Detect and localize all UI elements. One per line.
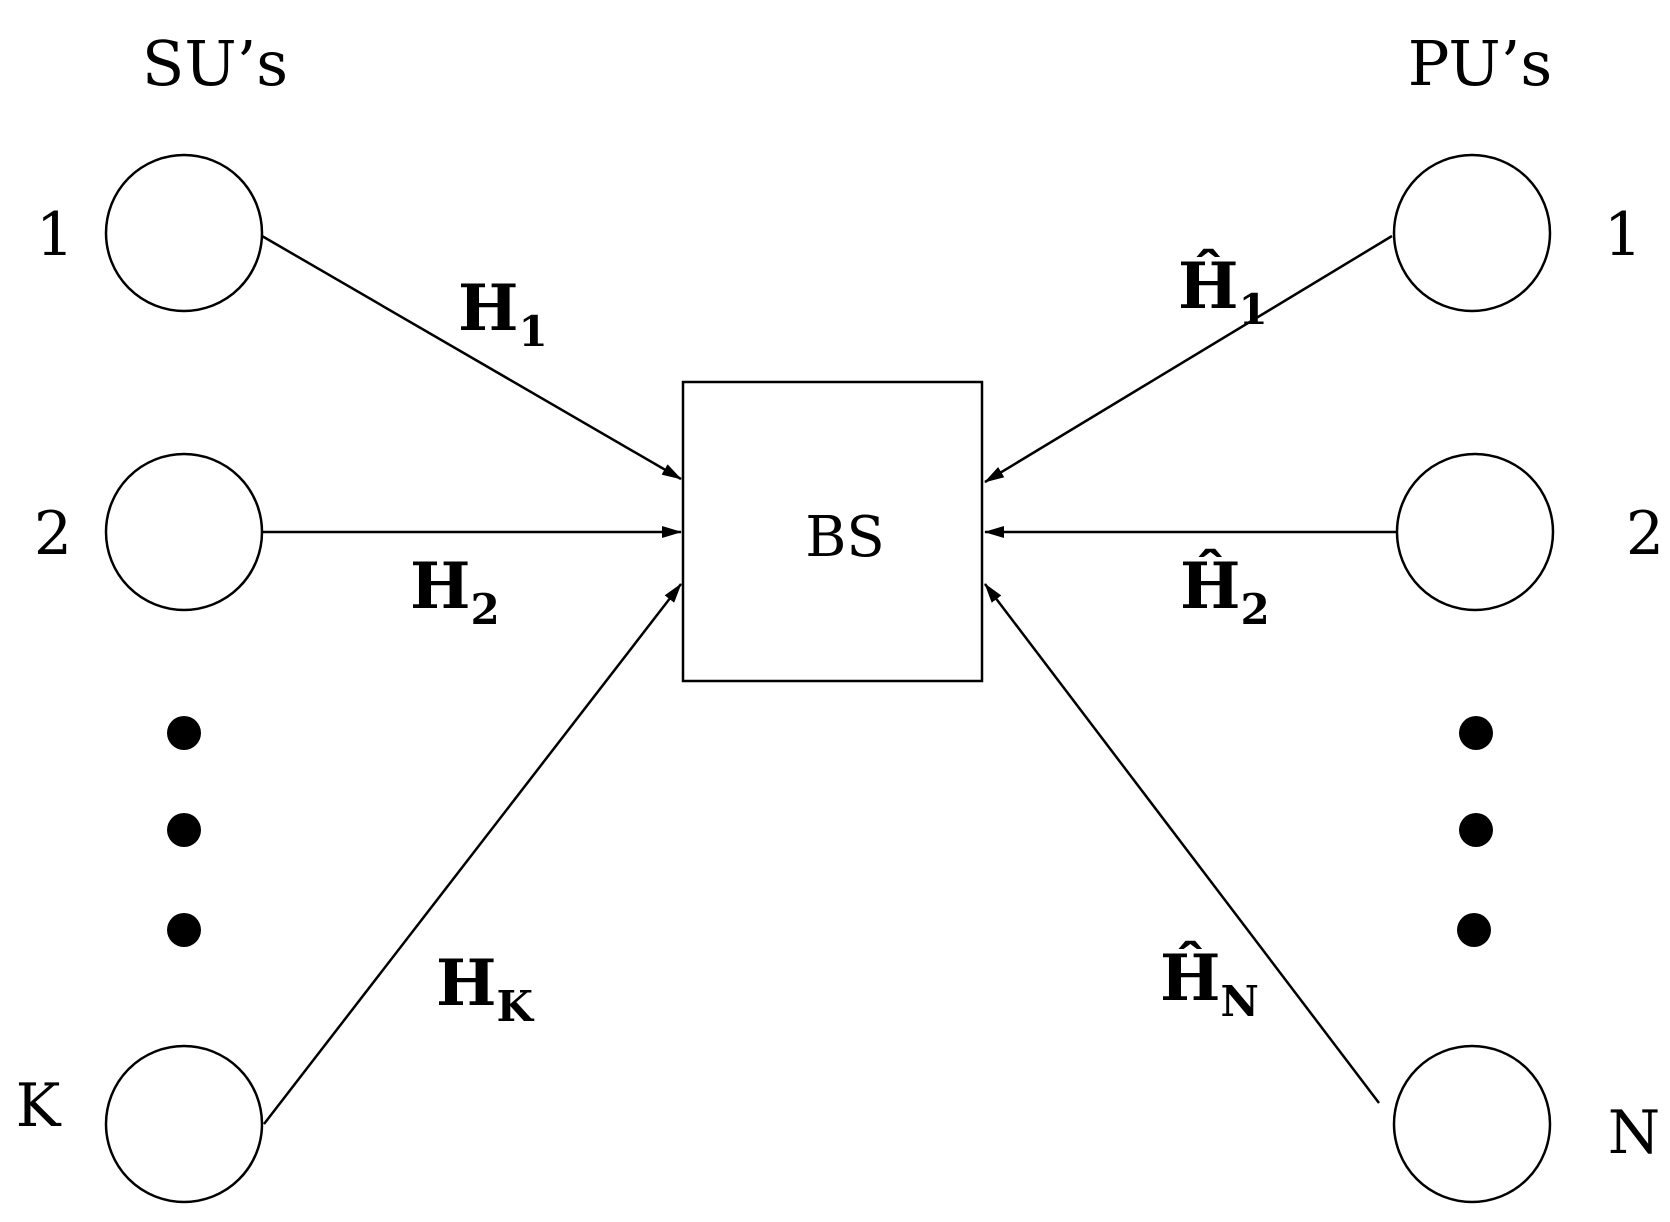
- pu-group-title: PU’s: [1408, 27, 1552, 100]
- su-node-k-label: K: [16, 1071, 62, 1141]
- pu-ellipsis-dot-3: [1457, 913, 1491, 947]
- su-channel-1-main: H: [458, 271, 518, 346]
- su-node-2-label: 2: [34, 499, 72, 569]
- su-node-2: [104, 452, 264, 612]
- pu1-to-bs-arrow: [984, 234, 1393, 484]
- su-node-k: [104, 1044, 264, 1204]
- pu-channel-1-main: Ĥ: [1178, 249, 1238, 324]
- pu-node-2-label: 2: [1626, 499, 1664, 569]
- pu-channel-n-sub: N: [1220, 977, 1258, 1026]
- pu-channel-2-main: Ĥ: [1180, 549, 1240, 624]
- su-ellipsis: [167, 716, 201, 947]
- pu-node-1-label: 1: [1604, 200, 1642, 270]
- su-channel-1-sub: 1: [518, 307, 547, 356]
- su-node-1: [104, 153, 264, 313]
- pu-channel-n-label: ĤN: [1160, 941, 1259, 1026]
- su-ellipsis-dot-1: [167, 716, 201, 750]
- pu-ellipsis: [1457, 716, 1493, 947]
- pu-node-n-label: N: [1608, 1098, 1661, 1168]
- pu-node-n: [1392, 1044, 1552, 1204]
- su-channel-2-sub: 2: [470, 585, 499, 634]
- pu-channel-1-label: Ĥ1: [1178, 249, 1268, 334]
- su-channel-k-label: HK: [436, 946, 534, 1031]
- su-group-title: SU’s: [142, 27, 288, 100]
- puN-to-bs-arrow: [984, 583, 1380, 1104]
- pu-ellipsis-dot-2: [1459, 813, 1493, 847]
- su-channel-k-sub: K: [496, 982, 534, 1031]
- su-channel-2-main: H: [410, 549, 470, 624]
- su-node-1-label: 1: [36, 200, 74, 270]
- pu-channel-n-main: Ĥ: [1160, 941, 1220, 1016]
- pu-channel-2-sub: 2: [1240, 585, 1269, 634]
- su-channel-2-label: H2: [410, 549, 500, 634]
- su-channel-1-label: H1: [458, 271, 548, 356]
- pu-channel-2-label: Ĥ2: [1180, 549, 1270, 634]
- base-station-label: BS: [805, 505, 885, 570]
- pu-node-2: [1395, 452, 1555, 612]
- suK-to-bs-arrow: [263, 583, 682, 1125]
- su1-to-bs-arrow: [261, 234, 682, 481]
- su-ellipsis-dot-2: [167, 813, 201, 847]
- su-channel-k-main: H: [436, 946, 496, 1021]
- base-station-box: [681, 380, 984, 683]
- pu-channel-1-sub: 1: [1238, 285, 1267, 334]
- pu-node-1: [1392, 153, 1552, 313]
- su-ellipsis-dot-3: [167, 913, 201, 947]
- pu-ellipsis-dot-1: [1459, 716, 1493, 750]
